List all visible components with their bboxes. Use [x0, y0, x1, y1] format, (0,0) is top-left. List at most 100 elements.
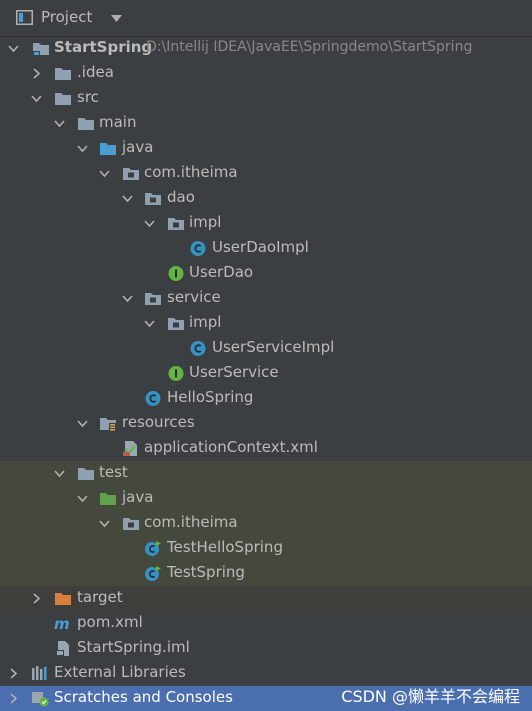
- service-label: service: [167, 288, 221, 306]
- chevron-down-icon[interactable]: [144, 318, 155, 329]
- view-dropdown-icon[interactable]: [111, 15, 122, 22]
- package-icon: [122, 165, 140, 182]
- chevron-down-icon[interactable]: [77, 493, 88, 504]
- root-module-label: StartSpring: [54, 38, 153, 56]
- tree-node-test-hello-spring[interactable]: TestHelloSpring: [0, 536, 532, 561]
- tree-node-hello-spring[interactable]: HelloSpring: [0, 386, 532, 411]
- external-libraries-label: External Libraries: [54, 663, 186, 681]
- folder-icon: [54, 65, 72, 82]
- package-icon: [144, 290, 162, 307]
- folder-icon: [77, 465, 95, 482]
- interface-icon: [167, 365, 185, 382]
- iml-label: StartSpring.iml: [77, 638, 190, 656]
- package-main-label: com.itheima: [144, 163, 238, 181]
- csdn-watermark: CSDN @懒羊羊不会编程: [341, 687, 520, 706]
- class-icon: [189, 340, 207, 357]
- test-spring-label: TestSpring: [167, 563, 245, 581]
- application-context-label: applicationContext.xml: [144, 438, 318, 456]
- chevron-down-icon[interactable]: [31, 93, 42, 104]
- chevron-right-icon[interactable]: [31, 68, 42, 79]
- resources-folder-icon: [99, 415, 117, 432]
- tree-node-package-main[interactable]: com.itheima: [0, 161, 532, 186]
- tree-node-main[interactable]: main: [0, 111, 532, 136]
- tree-node-target[interactable]: target: [0, 586, 532, 611]
- tree-node-service-impl[interactable]: impl: [0, 311, 532, 336]
- project-tree: StartSpring D:\Intellij IDEA\JavaEE\Spri…: [0, 36, 532, 711]
- pom-label: pom.xml: [77, 613, 143, 631]
- project-title[interactable]: Project: [41, 8, 93, 26]
- chevron-right-icon[interactable]: [8, 693, 19, 704]
- tree-node-user-dao[interactable]: UserDao: [0, 261, 532, 286]
- project-header: Project: [0, 0, 532, 37]
- scratches-label: Scratches and Consoles: [54, 688, 233, 706]
- idea-label: .idea: [77, 63, 114, 81]
- test-class-icon: [144, 565, 162, 582]
- tree-node-startspring[interactable]: StartSpring D:\Intellij IDEA\JavaEE\Spri…: [0, 36, 532, 61]
- tree-node-dao-impl[interactable]: impl: [0, 211, 532, 236]
- chevron-down-icon[interactable]: [122, 193, 133, 204]
- folder-icon: [77, 115, 95, 132]
- tree-node-iml[interactable]: StartSpring.iml: [0, 636, 532, 661]
- chevron-down-icon[interactable]: [54, 468, 65, 479]
- tree-node-external-libraries[interactable]: External Libraries: [0, 661, 532, 686]
- tree-node-test[interactable]: test: [0, 461, 532, 486]
- chevron-down-icon[interactable]: [8, 43, 19, 54]
- tree-node-scratches[interactable]: Scratches and Consoles: [0, 686, 532, 711]
- package-icon: [167, 215, 185, 232]
- chevron-down-icon[interactable]: [144, 218, 155, 229]
- chevron-right-icon[interactable]: [8, 668, 19, 679]
- tree-node-src[interactable]: src: [0, 86, 532, 111]
- package-icon: [122, 515, 140, 532]
- chevron-down-icon[interactable]: [54, 118, 65, 129]
- src-label: src: [77, 88, 99, 106]
- tree-node-idea[interactable]: .idea: [0, 61, 532, 86]
- package-icon: [167, 315, 185, 332]
- user-service-impl-label: UserServiceImpl: [212, 338, 335, 356]
- tree-node-package-test[interactable]: com.itheima: [0, 511, 532, 536]
- tree-node-java-test[interactable]: java: [0, 486, 532, 511]
- java-main-label: java: [122, 138, 154, 156]
- chevron-down-icon[interactable]: [99, 168, 110, 179]
- excluded-folder-icon: [54, 590, 72, 607]
- user-service-label: UserService: [189, 363, 279, 381]
- library-icon: [31, 665, 49, 682]
- tree-node-resources[interactable]: resources: [0, 411, 532, 436]
- source-folder-icon: [99, 140, 117, 157]
- chevron-down-icon[interactable]: [77, 418, 88, 429]
- java-test-label: java: [122, 488, 154, 506]
- chevron-down-icon[interactable]: [122, 293, 133, 304]
- test-label: test: [99, 463, 128, 481]
- chevron-down-icon[interactable]: [77, 143, 88, 154]
- root-module-path: D:\Intellij IDEA\JavaEE\Springdemo\Start…: [146, 39, 473, 55]
- module-icon: [32, 40, 50, 57]
- folder-icon: [54, 90, 72, 107]
- tree-node-java-main[interactable]: java: [0, 136, 532, 161]
- tree-node-service[interactable]: service: [0, 286, 532, 311]
- user-dao-impl-label: UserDaoImpl: [212, 238, 309, 256]
- tree-node-dao[interactable]: dao: [0, 186, 532, 211]
- package-test-label: com.itheima: [144, 513, 238, 531]
- main-label: main: [99, 113, 137, 131]
- class-icon: [144, 390, 162, 407]
- test-source-folder-icon: [99, 490, 117, 507]
- tree-node-application-context[interactable]: applicationContext.xml: [0, 436, 532, 461]
- tree-node-test-spring[interactable]: TestSpring: [0, 561, 532, 586]
- chevron-right-icon[interactable]: [31, 593, 42, 604]
- tree-node-user-service[interactable]: UserService: [0, 361, 532, 386]
- test-class-icon: [144, 540, 162, 557]
- tree-node-pom[interactable]: pom.xml: [0, 611, 532, 636]
- tree-node-user-service-impl[interactable]: UserServiceImpl: [0, 336, 532, 361]
- project-window-icon: [16, 10, 33, 25]
- dao-impl-label: impl: [189, 213, 222, 231]
- tree-node-user-dao-impl[interactable]: UserDaoImpl: [0, 236, 532, 261]
- resources-label: resources: [122, 413, 195, 431]
- class-icon: [189, 240, 207, 257]
- interface-icon: [167, 265, 185, 282]
- service-impl-label: impl: [189, 313, 222, 331]
- module-file-icon: [54, 640, 72, 657]
- spring-xml-icon: [122, 440, 140, 457]
- scratches-icon: [31, 690, 49, 707]
- chevron-down-icon[interactable]: [99, 518, 110, 529]
- dao-label: dao: [167, 188, 195, 206]
